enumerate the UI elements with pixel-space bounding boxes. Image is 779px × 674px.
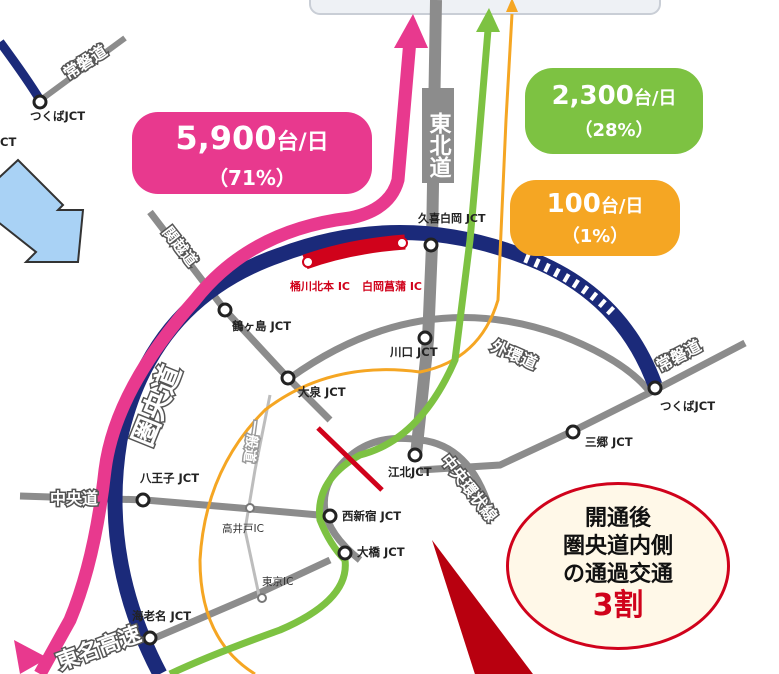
kenodo-dashed: [523, 253, 619, 319]
badge-green-unit: 台/日: [633, 88, 677, 109]
badge-pink-value: 5,900: [175, 119, 277, 157]
ippando-label: 一般道: [240, 419, 263, 463]
tokyoic-node: [257, 593, 267, 603]
badge-orange-value: 100: [546, 189, 601, 219]
kanetsu-road: [147, 209, 333, 423]
kuki-node: [423, 237, 439, 253]
gaikan-road: [287, 314, 653, 395]
okegawa-node: [302, 256, 314, 268]
callout-line1: 開通後: [584, 506, 651, 531]
tomei-road: [148, 556, 332, 644]
shiraoka-ic-label: 白岡菖蒲 IC: [362, 279, 422, 293]
kanetsu-label: 関越道: [159, 223, 201, 270]
mini-tsukuba-label: つくばJCT: [30, 109, 85, 123]
mini-tsukuba-node: [32, 94, 48, 110]
okegawa-label: 桶川北本 IC: [289, 279, 350, 293]
chuo-label: 中央道: [50, 489, 98, 508]
kuki-label: 久喜白岡 JCT: [418, 211, 486, 225]
ippando-road: [243, 394, 272, 601]
callout-emphasis: 3割: [592, 588, 644, 623]
hachioji-node: [135, 492, 151, 508]
shiraoka-node: [396, 237, 408, 249]
ohashi-label: 大橋 JCT: [357, 545, 405, 559]
mini-joban-label: 常磐道: [60, 41, 111, 83]
badge-pink-unit: 台/日: [276, 130, 329, 155]
ohashi-node: [337, 545, 353, 561]
tsurugashima-node: [217, 302, 233, 318]
callout-pointer: [432, 540, 533, 674]
tokyoic-label: 東京IC: [262, 575, 293, 588]
badge-green-pct: （28%）: [574, 120, 654, 141]
callout-line2: 圏央道内側: [562, 534, 673, 559]
pink-arrowhead-bottom: [14, 640, 48, 674]
badge-green: 2,300台/日 （28%）: [525, 68, 703, 154]
mini-kenodo-line: [0, 39, 44, 103]
blue-arrow-icon: [0, 158, 85, 263]
tsukuba-label: つくばJCT: [660, 399, 715, 413]
junction-nodes: [135, 237, 663, 646]
ippando-nodes: [245, 503, 267, 603]
callout-line3: の通過交通: [562, 562, 673, 587]
takaido-node: [245, 503, 255, 513]
badge-pink-pct: （71%）: [208, 166, 296, 190]
ic-nodes: [302, 237, 408, 268]
oizumi-label: 大泉 JCT: [298, 385, 346, 399]
tohoku-label: 東北道: [426, 112, 452, 178]
nishishinjuku-node: [322, 508, 338, 524]
ebina-label: 海老名 JCT: [132, 609, 191, 623]
green-arrowhead: [476, 8, 500, 32]
badge-orange: 100台/日 （1%）: [510, 180, 680, 256]
pink-arrowhead: [394, 14, 428, 48]
tsurugashima-label: 鶴ヶ島 JCT: [232, 319, 291, 333]
badge-orange-unit: 台/日: [600, 196, 644, 217]
callout-bubble: 開通後 圏央道内側 の通過交通 3割: [506, 482, 730, 650]
green-flow: [168, 29, 492, 674]
tohoku-label-bg: [422, 88, 454, 183]
mini-jct-fragment: CT: [0, 135, 16, 149]
pink-flow: [34, 39, 417, 674]
top-panel: [309, 0, 661, 15]
misato-label: 三郷 JCT: [585, 435, 633, 449]
takaido-label: 高井戸IC: [222, 522, 264, 535]
tsukuba-node: [647, 380, 663, 396]
orange-arrowhead: [506, 0, 518, 12]
misato-node: [565, 424, 581, 440]
kawaguchi-label: 川口 JCT: [389, 345, 438, 359]
badge-pink: 5,900台/日 （71%）: [132, 112, 372, 194]
oizumi-node: [280, 370, 296, 386]
mini-joban-line: [36, 35, 127, 105]
nishishinjuku-label: 西新宿 JCT: [342, 509, 401, 523]
gaikan-label: 外環道: [487, 336, 540, 373]
cut-line: [316, 426, 384, 492]
kohoku-label: 江北JCT: [388, 465, 432, 479]
badge-orange-pct: （1%）: [561, 226, 629, 247]
hachioji-label: 八王子 JCT: [139, 471, 199, 485]
kohoku-node: [407, 447, 423, 463]
badge-green-value: 2,300: [551, 81, 634, 111]
opened-section: [302, 234, 406, 270]
chuo-road: [19, 492, 331, 520]
ebina-node: [142, 630, 158, 646]
kawaguchi-node: [417, 330, 433, 346]
